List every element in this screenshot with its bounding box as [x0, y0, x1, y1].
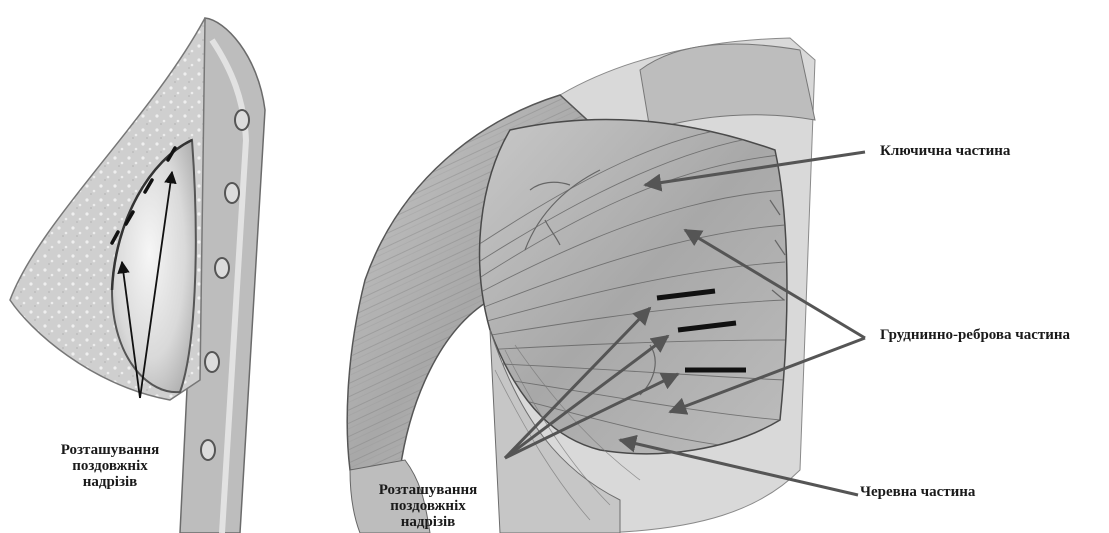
incisions-label-left: Розташування поздовжніх надрізів [40, 442, 180, 490]
sternocostal-part-label: Груднинно-реброва частина [880, 327, 1070, 344]
incisions-label-left-line-2: поздовжніх [40, 458, 180, 474]
incisions-label-right-line-2: поздовжніх [358, 498, 498, 514]
incisions-label-right: Розташування поздовжніх надрізів [358, 482, 498, 530]
clavicular-part-label: Ключична частина [880, 143, 1010, 160]
abdominal-part-label: Черевна частина [860, 484, 975, 501]
incisions-label-right-line-1: Розташування [358, 482, 498, 498]
incisions-label-left-line-3: надрізів [40, 474, 180, 490]
incisions-label-left-line-1: Розташування [40, 442, 180, 458]
incisions-label-right-line-3: надрізів [358, 514, 498, 530]
pectoral-muscle-figure [345, 38, 815, 533]
